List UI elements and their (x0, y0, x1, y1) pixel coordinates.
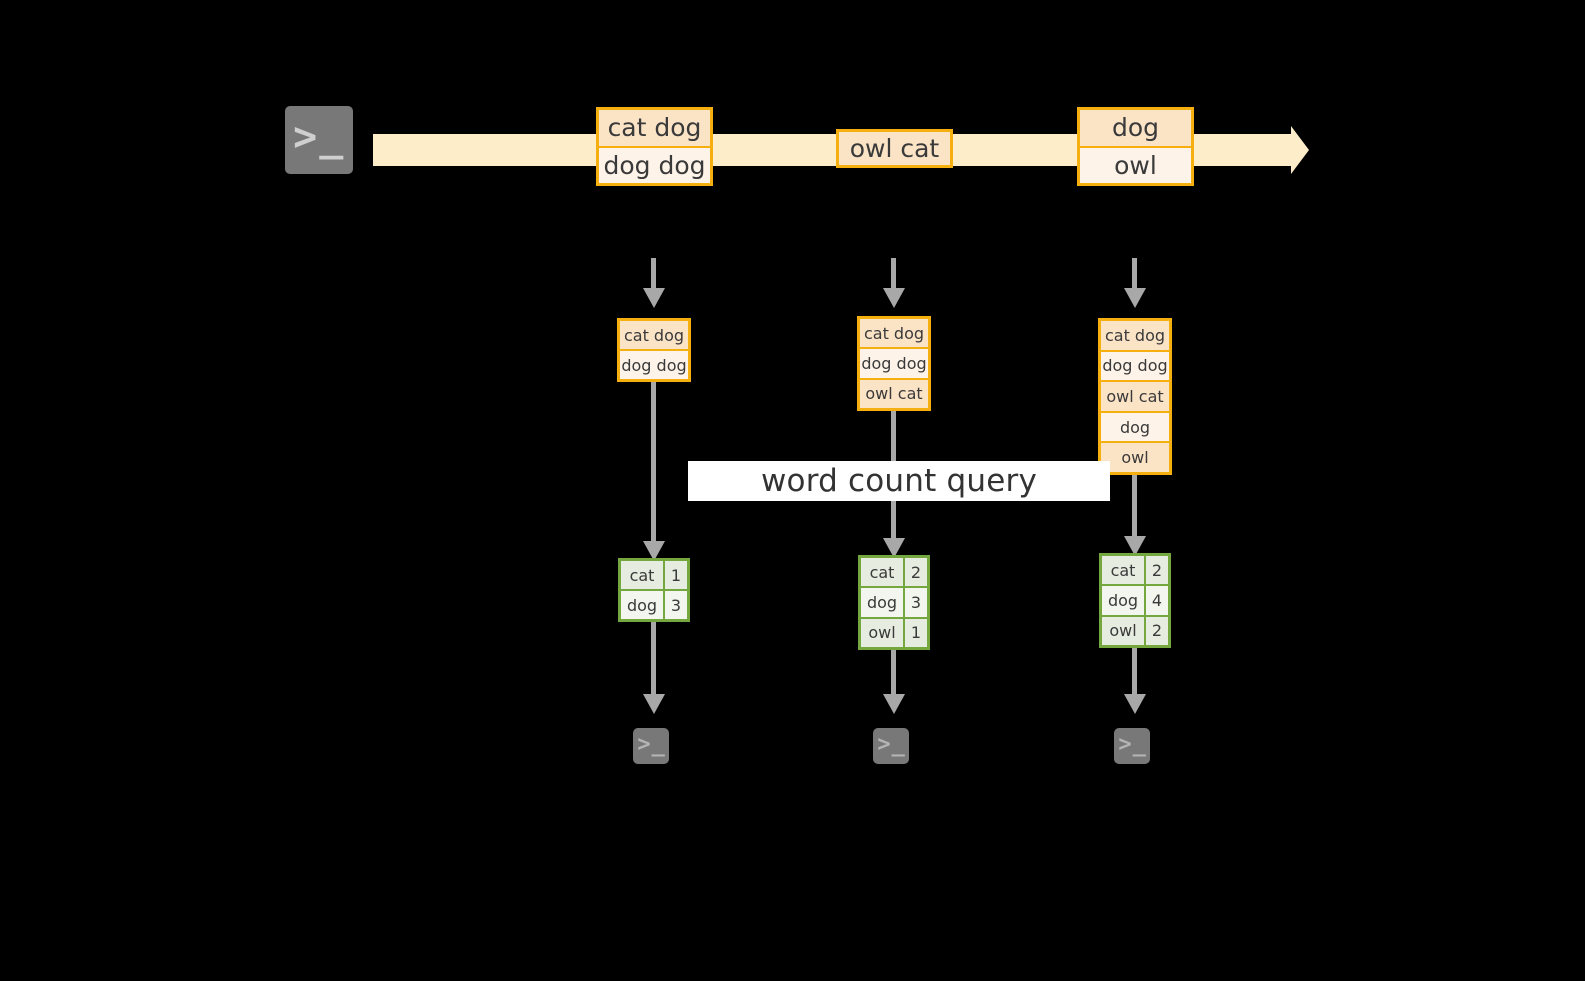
stream-to-snapshot-connector (1132, 258, 1137, 288)
snapshot-input-line: cat dog (1101, 321, 1169, 350)
terminal-screen (633, 728, 669, 764)
snapshot-3-query-connector (1132, 475, 1137, 539)
connector-arrowhead-icon (1124, 536, 1146, 556)
table-cell-word: dog (1102, 586, 1144, 615)
query-label-text: word count query (760, 463, 1038, 499)
snapshot-1-result-table: cat 1 dog 3 (618, 558, 690, 622)
stream-message-group-3: dog owl (1077, 107, 1194, 186)
table-cell-word: dog (861, 588, 903, 617)
table-cell-count: 4 (1144, 586, 1168, 615)
snapshot-3-sink-connector (1132, 648, 1137, 698)
snapshot-input-line: dog dog (860, 347, 928, 378)
connector-arrowhead-icon (883, 694, 905, 714)
table-row: dog 4 (1102, 584, 1168, 615)
snapshot-input-line: owl cat (1101, 380, 1169, 411)
snapshot-1-query-connector (651, 382, 656, 545)
terminal-screen (1114, 728, 1150, 764)
stream-to-snapshot-connector (891, 258, 896, 288)
snapshot-input-line: dog (1101, 410, 1169, 442)
table-row: dog 3 (861, 586, 927, 617)
connector-arrowhead-icon (643, 541, 665, 561)
terminal-prompt-glyph: >_ (637, 731, 667, 757)
snapshot-2-result-table: cat 2 dog 3 owl 1 (858, 555, 930, 650)
stream-arrowhead-icon (1291, 126, 1309, 174)
table-row: owl 1 (861, 616, 927, 647)
table-cell-word: cat (861, 558, 903, 587)
table-row: cat 2 (861, 558, 927, 587)
query-label-band: word count query (688, 461, 1110, 501)
connector-arrowhead-icon (883, 288, 905, 308)
snapshot-3-sink-terminal-icon: >_ (1105, 719, 1159, 773)
stream-message-line: owl (1080, 145, 1191, 183)
stream-message-line: dog dog (599, 145, 710, 183)
terminal-prompt-glyph: >_ (293, 113, 346, 160)
stream-to-snapshot-connector (651, 258, 656, 288)
snapshot-3-input-box: cat dog dog dog owl cat dog owl (1098, 318, 1172, 475)
snapshot-input-line: cat dog (860, 319, 928, 348)
table-cell-word: cat (621, 561, 663, 589)
terminal-screen (285, 106, 353, 174)
terminal-prompt-glyph: >_ (1118, 731, 1148, 757)
snapshot-2-sink-terminal-icon: >_ (864, 719, 918, 773)
connector-arrowhead-icon (883, 538, 905, 558)
table-cell-count: 1 (663, 561, 687, 589)
snapshot-input-line: dog dog (1101, 349, 1169, 381)
terminal-prompt-glyph: >_ (877, 731, 907, 757)
table-cell-word: dog (621, 591, 663, 619)
snapshot-1-input-box: cat dog dog dog (617, 318, 691, 382)
terminal-screen (873, 728, 909, 764)
table-cell-count: 3 (903, 588, 927, 617)
snapshot-3-result-table: cat 2 dog 4 owl 2 (1099, 553, 1171, 648)
table-row: cat 2 (1102, 556, 1168, 585)
stream-message-line: cat dog (599, 110, 710, 146)
connector-arrowhead-icon (643, 288, 665, 308)
table-row: owl 2 (1102, 614, 1168, 645)
snapshot-input-line: owl (1101, 441, 1169, 472)
source-terminal-icon: >_ (276, 97, 362, 183)
connector-arrowhead-icon (643, 694, 665, 714)
snapshot-input-line: dog dog (620, 349, 688, 379)
table-cell-count: 3 (663, 591, 687, 619)
snapshot-2-input-box: cat dog dog dog owl cat (857, 316, 931, 411)
snapshot-input-line: owl cat (860, 377, 928, 408)
table-cell-word: owl (861, 618, 903, 647)
connector-arrowhead-icon (1124, 288, 1146, 308)
table-cell-word: cat (1102, 556, 1144, 585)
table-row: dog 3 (621, 589, 687, 619)
stream-message-line: owl cat (839, 132, 950, 165)
snapshot-1-sink-connector (651, 622, 656, 698)
snapshot-1-sink-terminal-icon: >_ (624, 719, 678, 773)
stream-message-line: dog (1080, 110, 1191, 146)
stream-message-group-1: cat dog dog dog (596, 107, 713, 186)
table-cell-count: 2 (1144, 616, 1168, 645)
table-cell-count: 2 (1144, 556, 1168, 585)
table-row: cat 1 (621, 561, 687, 589)
connector-arrowhead-icon (1124, 694, 1146, 714)
table-cell-count: 1 (903, 618, 927, 647)
snapshot-2-sink-connector (891, 650, 896, 698)
snapshot-input-line: cat dog (620, 321, 688, 349)
stream-message-group-2: owl cat (836, 129, 953, 168)
table-cell-count: 2 (903, 558, 927, 587)
table-cell-word: owl (1102, 616, 1144, 645)
